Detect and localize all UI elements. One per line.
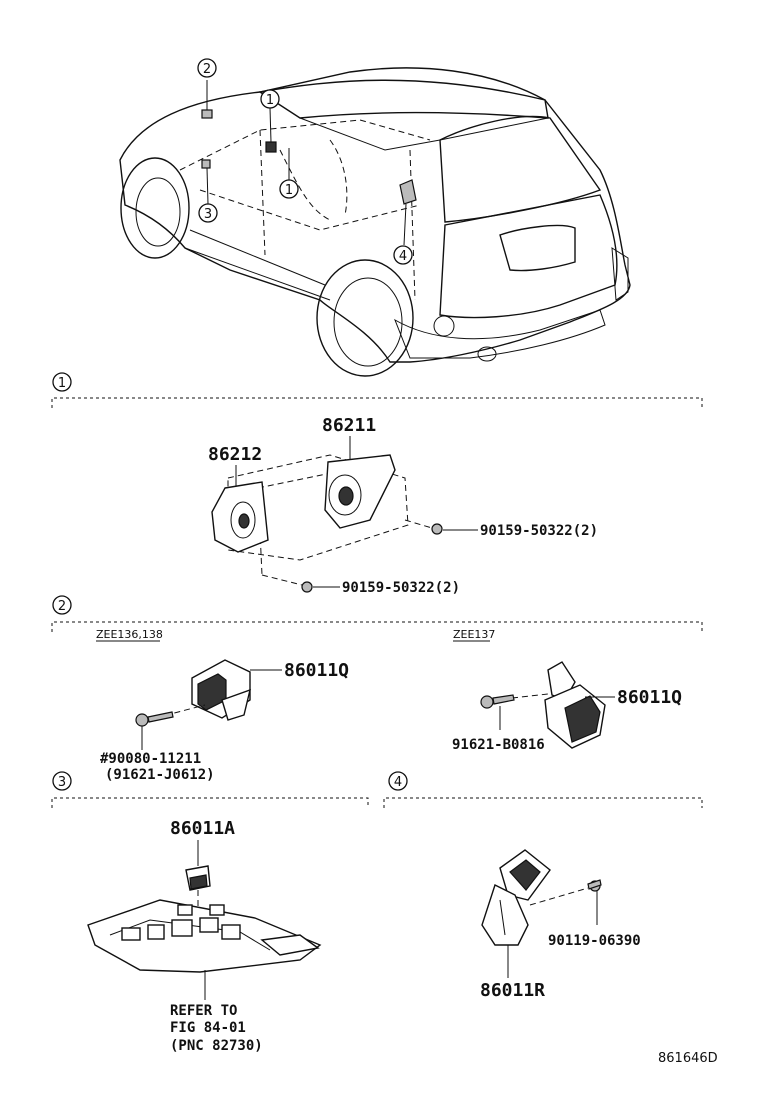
bolt-right-label: 91621-B0816 bbox=[452, 737, 545, 753]
screw-90159-right: 90159-50322(2) bbox=[404, 519, 598, 539]
section-3-label: 3 bbox=[58, 775, 66, 790]
screw-90159-label-b: 90159-50322(2) bbox=[342, 580, 460, 596]
bracket-86011r bbox=[481, 849, 551, 946]
part-86211-label: 86211 bbox=[322, 415, 376, 436]
svg-text:1: 1 bbox=[285, 183, 293, 198]
bolt-left-label-2: (91621-J0612) bbox=[105, 767, 215, 783]
speaker-86211 bbox=[324, 454, 396, 529]
section-4-label: 4 bbox=[394, 775, 402, 790]
refer-fig-label: FIG 84-01 bbox=[170, 1020, 246, 1036]
section-3: 3 86011A REFER TO FIG 84-01 (PNC 82730) bbox=[51, 771, 369, 1054]
svg-text:4: 4 bbox=[399, 249, 407, 264]
relay-86011q-right: 86011Q 91621-B0816 bbox=[452, 661, 682, 753]
bolt-left-label-1: #90080-11211 bbox=[100, 751, 201, 767]
callout-1-upper: 1 bbox=[260, 89, 280, 109]
refer-pnc-label: (PNC 82730) bbox=[170, 1038, 263, 1054]
section-1-marker bbox=[52, 372, 72, 392]
junction-block bbox=[87, 899, 322, 973]
relay-left-label: 86011Q bbox=[284, 660, 349, 681]
speaker-86212 bbox=[211, 481, 269, 553]
svg-text:2: 2 bbox=[203, 62, 211, 77]
variant-left-label: ZEE136,138 bbox=[96, 628, 163, 641]
section-4-bracket bbox=[383, 797, 703, 808]
relay-86011a bbox=[185, 865, 211, 930]
bracket-86011r-label: 86011R bbox=[480, 980, 545, 1001]
callout-1-lower: 1 bbox=[279, 179, 299, 199]
section-1-label: 1 bbox=[58, 376, 66, 391]
section-4: 4 86011R 90119-06390 bbox=[383, 771, 703, 1001]
screw-90119-label: 90119-06390 bbox=[548, 933, 641, 949]
callout-4: 4 bbox=[393, 245, 413, 265]
screw-90159-label-a: 90159-50322(2) bbox=[480, 523, 598, 539]
variant-right-label: ZEE137 bbox=[453, 628, 495, 641]
section-2: 2 ZEE136,138 ZEE137 86011Q #90080-11211 … bbox=[51, 595, 703, 783]
section-2-label: 2 bbox=[58, 599, 66, 614]
section-2-marker bbox=[52, 595, 72, 615]
section-3-marker bbox=[52, 771, 72, 791]
part-86212-label: 86212 bbox=[208, 444, 262, 465]
diagram-code: 861646D bbox=[658, 1051, 718, 1066]
refer-to-label: REFER TO bbox=[170, 1003, 237, 1019]
screw-90159-bottom: 90159-50322(2) bbox=[261, 574, 460, 596]
section-3-bracket bbox=[51, 797, 369, 808]
svg-text:1: 1 bbox=[266, 93, 274, 108]
car-illustration: 2 1 1 3 4 bbox=[119, 58, 631, 377]
callout-3: 3 bbox=[198, 203, 218, 223]
screw-90119 bbox=[529, 879, 602, 925]
section-1-bracket bbox=[51, 397, 703, 408]
callout-2: 2 bbox=[197, 58, 217, 78]
svg-text:3: 3 bbox=[204, 207, 212, 222]
section-1: 1 86211 86212 90159-50322(2) bbox=[51, 372, 703, 596]
relay-86011a-label: 86011A bbox=[170, 818, 235, 839]
relay-right-label: 86011Q bbox=[617, 687, 682, 708]
relay-86011q-left: 86011Q #90080-11211 (91621-J0612) bbox=[100, 659, 349, 783]
section-4-marker bbox=[388, 771, 408, 791]
